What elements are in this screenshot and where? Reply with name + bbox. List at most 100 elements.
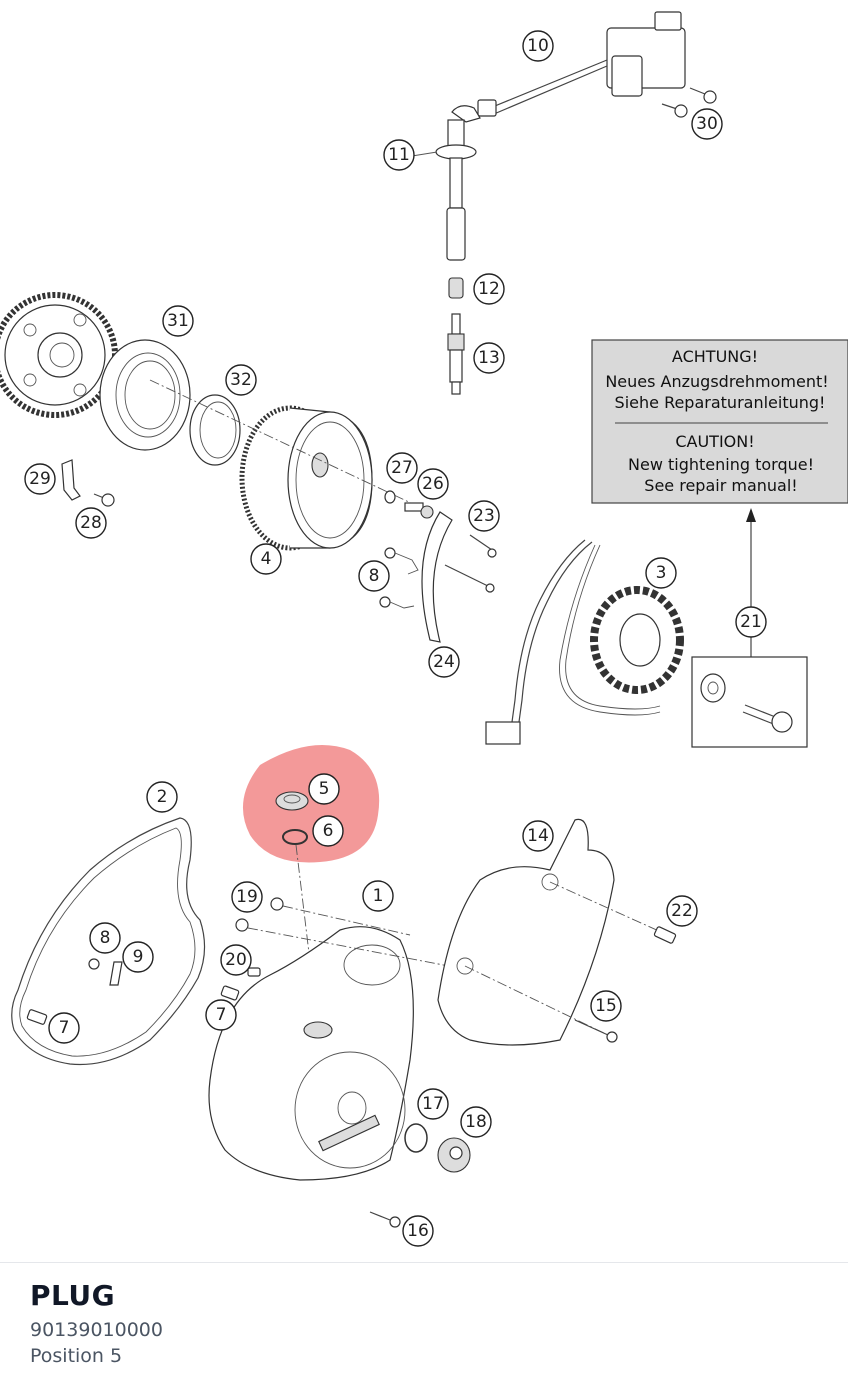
svg-text:1: 1: [373, 886, 384, 906]
callout-1[interactable]: 1: [362, 880, 394, 912]
clamp-screw[interactable]: [93, 493, 115, 507]
svg-text:9: 9: [133, 947, 144, 967]
svg-text:32: 32: [230, 370, 252, 390]
svg-text:17: 17: [422, 1094, 444, 1114]
notice-arrow: [746, 508, 756, 657]
callout-23[interactable]: 23: [468, 500, 500, 532]
spring-contact[interactable]: [448, 277, 464, 299]
svg-text:14: 14: [527, 826, 549, 846]
callout-9[interactable]: 9: [122, 941, 154, 973]
callout-16[interactable]: 16: [402, 1215, 434, 1247]
notice-line-2: Neues Anzugsdrehmoment!: [605, 372, 828, 391]
callout-8-lower[interactable]: 8: [89, 922, 121, 954]
cable-clamp[interactable]: [61, 459, 81, 501]
part-info-panel: PLUG 90139010000 Position 5: [0, 1262, 848, 1390]
callout-31[interactable]: 31: [162, 305, 194, 337]
callout-7-left[interactable]: 7: [48, 1012, 80, 1044]
svg-text:27: 27: [391, 458, 413, 478]
notice-line-3: Siehe Reparaturanleitung!: [615, 393, 826, 412]
plug[interactable]: [275, 791, 309, 811]
callout-29[interactable]: 29: [24, 463, 56, 495]
callout-11[interactable]: 11: [383, 139, 415, 171]
callout-8-upper[interactable]: 8: [358, 560, 390, 592]
cover-nuts-19[interactable]: [235, 897, 471, 971]
callout-4[interactable]: 4: [250, 543, 282, 575]
part-number: 90139010000: [30, 1319, 163, 1341]
callout-20[interactable]: 20: [220, 944, 252, 976]
callout-2[interactable]: 2: [146, 781, 178, 813]
spark-plug-connector[interactable]: [435, 105, 481, 261]
callout-14[interactable]: 14: [522, 820, 554, 852]
svg-text:18: 18: [465, 1112, 487, 1132]
screw-22[interactable]: [653, 926, 677, 944]
part-position: Position 5: [30, 1345, 123, 1367]
svg-text:31: 31: [167, 311, 189, 331]
svg-text:30: 30: [696, 114, 718, 134]
callout-15[interactable]: 15: [590, 990, 622, 1022]
screw-15[interactable]: [574, 1019, 618, 1043]
callout-17[interactable]: 17: [417, 1088, 449, 1120]
o-ring-17[interactable]: [404, 1123, 428, 1153]
cap-18[interactable]: [437, 1137, 471, 1173]
svg-text:11: 11: [388, 145, 410, 165]
gasket-nut-8[interactable]: [88, 958, 100, 970]
callout-27[interactable]: 27: [386, 452, 418, 484]
svg-text:4: 4: [261, 549, 272, 569]
callout-26[interactable]: 26: [417, 468, 449, 500]
notice-line-4: CAUTION!: [675, 432, 754, 451]
part-name: PLUG: [30, 1279, 116, 1312]
clip-9[interactable]: [109, 961, 123, 986]
callout-21[interactable]: 21: [735, 606, 767, 638]
callout-12[interactable]: 12: [473, 273, 505, 305]
rotor-nut[interactable]: [404, 502, 434, 519]
pin-20[interactable]: [247, 967, 261, 977]
ignition-coil[interactable]: [477, 11, 686, 117]
dowel-pin-left[interactable]: [26, 1009, 48, 1025]
cable-guide[interactable]: [421, 511, 453, 643]
callout-6[interactable]: 6: [312, 815, 344, 847]
svg-text:8: 8: [100, 928, 111, 948]
stator[interactable]: [485, 539, 684, 745]
screw-set-21[interactable]: [691, 656, 808, 748]
svg-text:28: 28: [80, 513, 102, 533]
callout-18[interactable]: 18: [460, 1106, 492, 1138]
notice-line-5: New tightening torque!: [628, 455, 814, 474]
callout-10[interactable]: 10: [522, 30, 554, 62]
bracket-nuts-8[interactable]: [379, 547, 419, 609]
rotor[interactable]: [239, 405, 373, 551]
washer[interactable]: [384, 490, 396, 504]
callout-22[interactable]: 22: [666, 895, 698, 927]
svg-text:16: 16: [407, 1221, 429, 1241]
svg-text:29: 29: [29, 469, 51, 489]
exploded-parts-diagram: ACHTUNG! Neues Anzugsdrehmoment! Siehe R…: [0, 11, 848, 1247]
callout-24[interactable]: 24: [428, 646, 460, 678]
coil-bolts[interactable]: [661, 87, 717, 118]
ignition-cover[interactable]: [208, 926, 414, 1181]
dowel-pins-7[interactable]: [220, 985, 240, 1001]
callout-7-right[interactable]: 7: [205, 999, 237, 1031]
freewheel-gear[interactable]: [0, 292, 118, 418]
svg-text:23: 23: [473, 506, 495, 526]
svg-text:21: 21: [740, 612, 762, 632]
svg-text:15: 15: [595, 996, 617, 1016]
callout-13[interactable]: 13: [473, 342, 505, 374]
o-ring[interactable]: [282, 829, 308, 845]
needle-bearing[interactable]: [189, 394, 241, 466]
svg-text:6: 6: [323, 821, 334, 841]
callout-32[interactable]: 32: [225, 364, 257, 396]
svg-text:26: 26: [422, 474, 444, 494]
callout-19[interactable]: 19: [231, 881, 263, 913]
freewheel[interactable]: [99, 339, 191, 451]
bracket-screws-23[interactable]: [444, 534, 497, 593]
screw-16[interactable]: [369, 1211, 401, 1228]
callout-30[interactable]: 30: [691, 108, 723, 140]
callout-28[interactable]: 28: [75, 507, 107, 539]
callout-3[interactable]: 3: [645, 557, 677, 589]
gasket[interactable]: [11, 817, 206, 1066]
sprocket-cover[interactable]: [437, 818, 615, 1046]
callout-5[interactable]: 5: [308, 773, 340, 805]
selected-part-highlight: [242, 745, 380, 863]
svg-text:20: 20: [225, 950, 247, 970]
spark-plug[interactable]: [447, 313, 465, 395]
svg-text:12: 12: [478, 279, 500, 299]
